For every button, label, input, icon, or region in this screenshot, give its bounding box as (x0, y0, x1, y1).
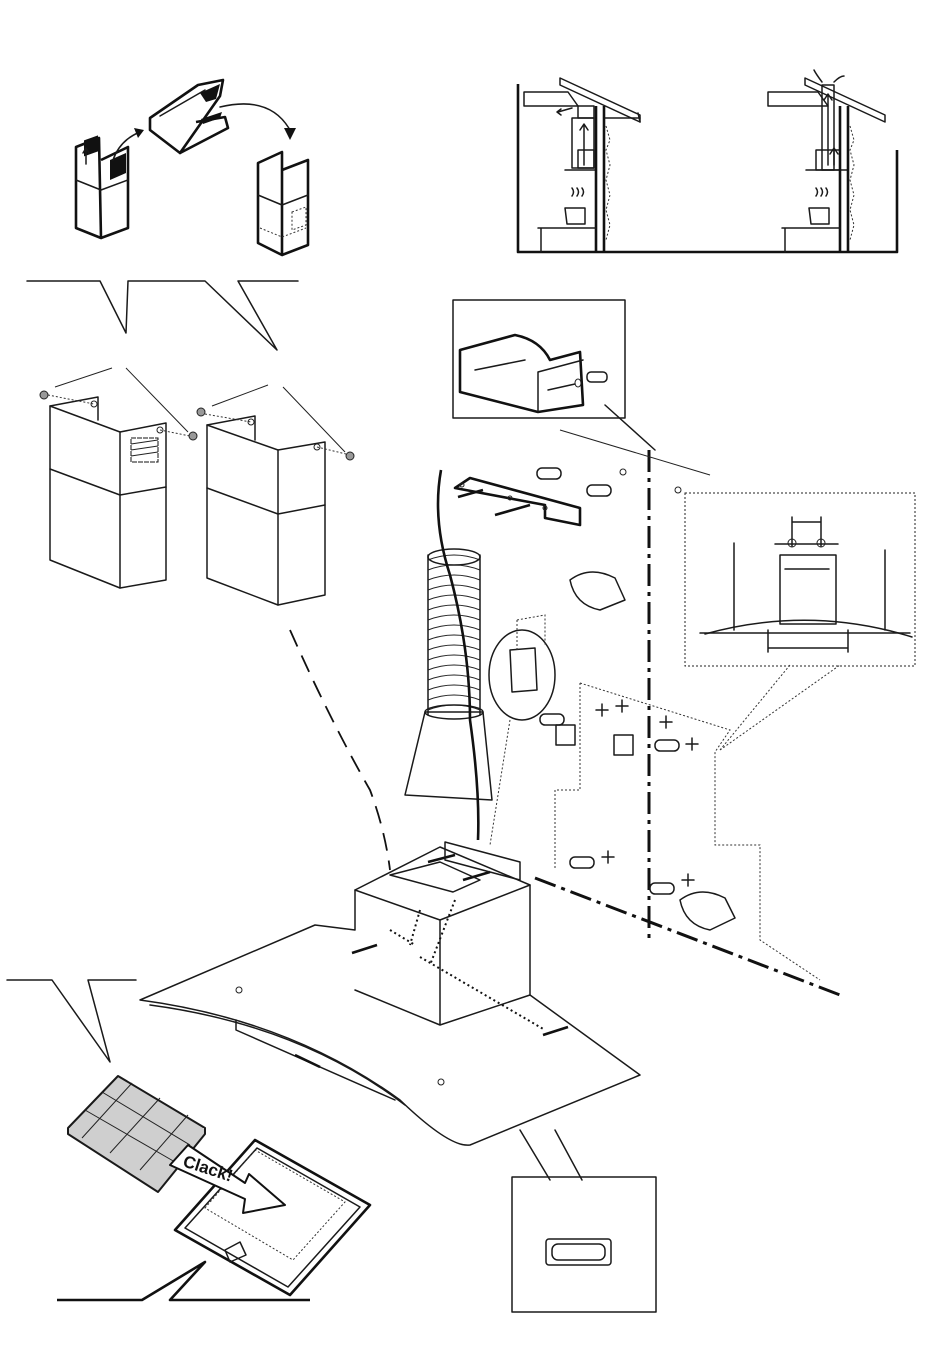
callout-frame (57, 1260, 310, 1302)
hood-body (139, 841, 641, 1146)
callout-chimney (26, 280, 299, 351)
clip-detail (488, 614, 556, 846)
chimney-conversion (74, 78, 310, 257)
venting-modes (516, 69, 899, 254)
wall-plug-detail (452, 299, 656, 451)
arrow-1 (112, 131, 141, 161)
recirculation-mode (523, 77, 641, 253)
callout-filter (6, 979, 137, 1063)
carbon-filter-install: Clack! (57, 1075, 372, 1302)
carbon-filter (67, 1075, 206, 1193)
dimension-leader (719, 664, 841, 751)
mounting-bracket (453, 476, 582, 527)
drill-icon (569, 571, 736, 931)
cross-marks (595, 699, 699, 887)
ceiling-line (534, 876, 841, 997)
clack-arrow: Clack! (169, 1144, 286, 1214)
chimney-guide-line (289, 629, 391, 871)
upper-chimney-plain (196, 384, 355, 606)
chimney-right (256, 150, 310, 257)
screws (351, 488, 569, 1037)
duct-ribs (427, 554, 481, 711)
wall-outline (554, 682, 821, 981)
upper-chimney-with-grille (39, 367, 198, 589)
control-button-detail (511, 1129, 657, 1313)
chimney-left (74, 135, 130, 240)
chimney-top-piece (148, 78, 230, 155)
mounting-dimension-detail (684, 492, 916, 667)
arrow-2 (219, 103, 291, 131)
flexible-duct (404, 548, 493, 801)
power-cable (436, 469, 480, 841)
wall-plugs (536, 467, 680, 895)
vent-grille (130, 437, 159, 463)
leader-line (559, 429, 711, 476)
extraction-mode (767, 69, 886, 253)
wall-hooks (555, 724, 634, 756)
